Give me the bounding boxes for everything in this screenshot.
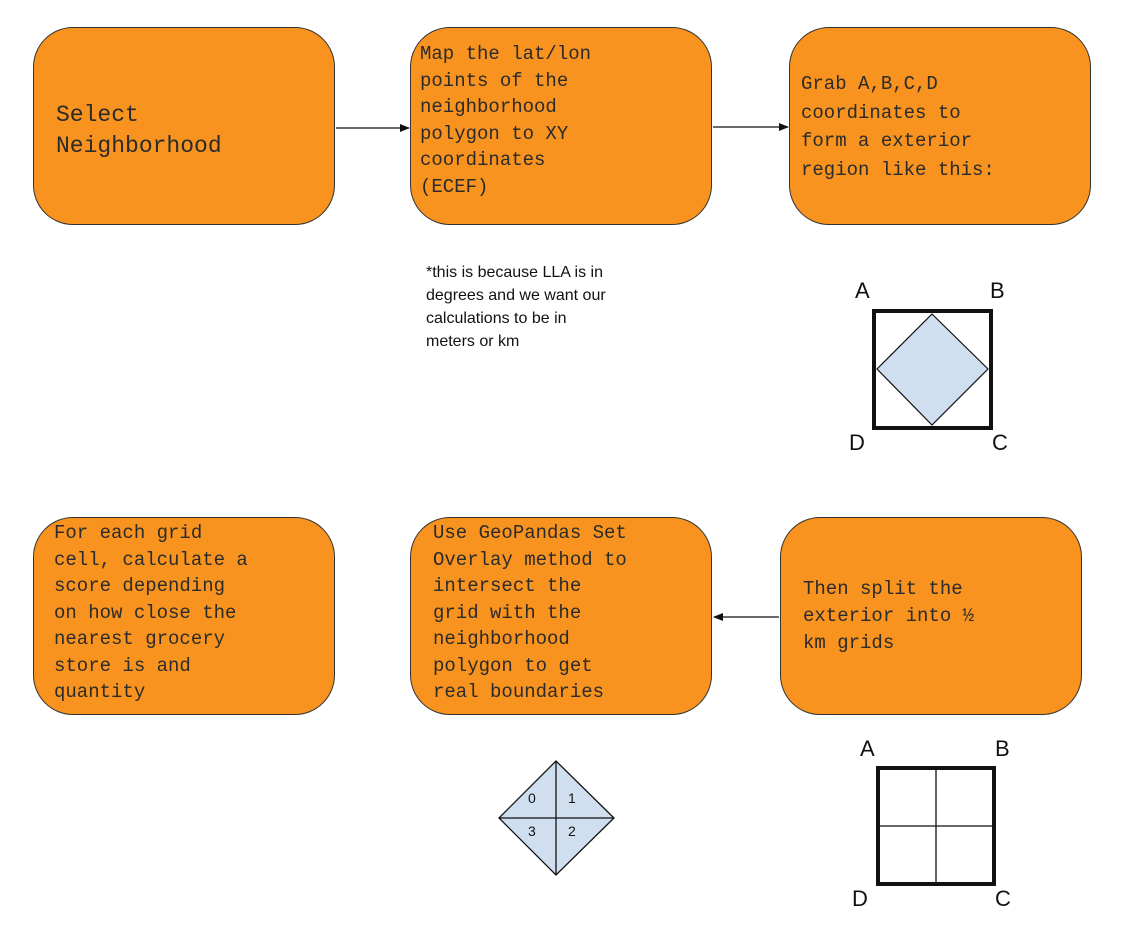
overlay-cell-2: 2: [568, 823, 576, 839]
overlay-diamond-diagram: 0 1 3 2: [498, 760, 615, 876]
step-select-neighborhood-text: Select Neighborhood: [56, 102, 222, 159]
step-select-neighborhood: Select Neighborhood: [33, 27, 335, 225]
step-grab-coords-text: Grab A,B,C,D coordinates to form a exter…: [801, 73, 995, 181]
step-map-points-text: Map the lat/lon points of the neighborho…: [420, 43, 592, 198]
grid-label-d: D: [852, 886, 868, 911]
overlay-cell-3: 3: [528, 823, 536, 839]
overlay-cell-0: 0: [528, 790, 536, 806]
exterior-square: [872, 309, 993, 430]
step-score-text: For each grid cell, calculate a score de…: [54, 522, 248, 703]
ecef-note: *this is because LLA is in degrees and w…: [426, 264, 606, 350]
overlay-cell-1: 1: [568, 790, 576, 806]
grid-label-c: C: [995, 886, 1011, 911]
grid-label-b: B: [995, 736, 1010, 761]
exterior-label-c: C: [992, 430, 1008, 455]
step-split-exterior: Then split the exterior into ½ km grids: [780, 517, 1082, 715]
exterior-label-b: B: [990, 278, 1005, 303]
step-map-points: Map the lat/lon points of the neighborho…: [410, 27, 712, 225]
exterior-label-a: A: [855, 278, 870, 303]
step-overlay-text: Use GeoPandas Set Overlay method to inte…: [433, 522, 627, 703]
grid-diagram: A B D C: [852, 736, 1011, 911]
step-split-exterior-text: Then split the exterior into ½ km grids: [803, 578, 975, 654]
grid-label-a: A: [860, 736, 875, 761]
exterior-region-diagram: A B D C: [849, 278, 1008, 455]
step-overlay: Use GeoPandas Set Overlay method to inte…: [410, 517, 712, 715]
neighborhood-diamond: [876, 313, 989, 426]
step-grab-coords: Grab A,B,C,D coordinates to form a exter…: [789, 27, 1091, 225]
step-score: For each grid cell, calculate a score de…: [33, 517, 335, 715]
exterior-label-d: D: [849, 430, 865, 455]
